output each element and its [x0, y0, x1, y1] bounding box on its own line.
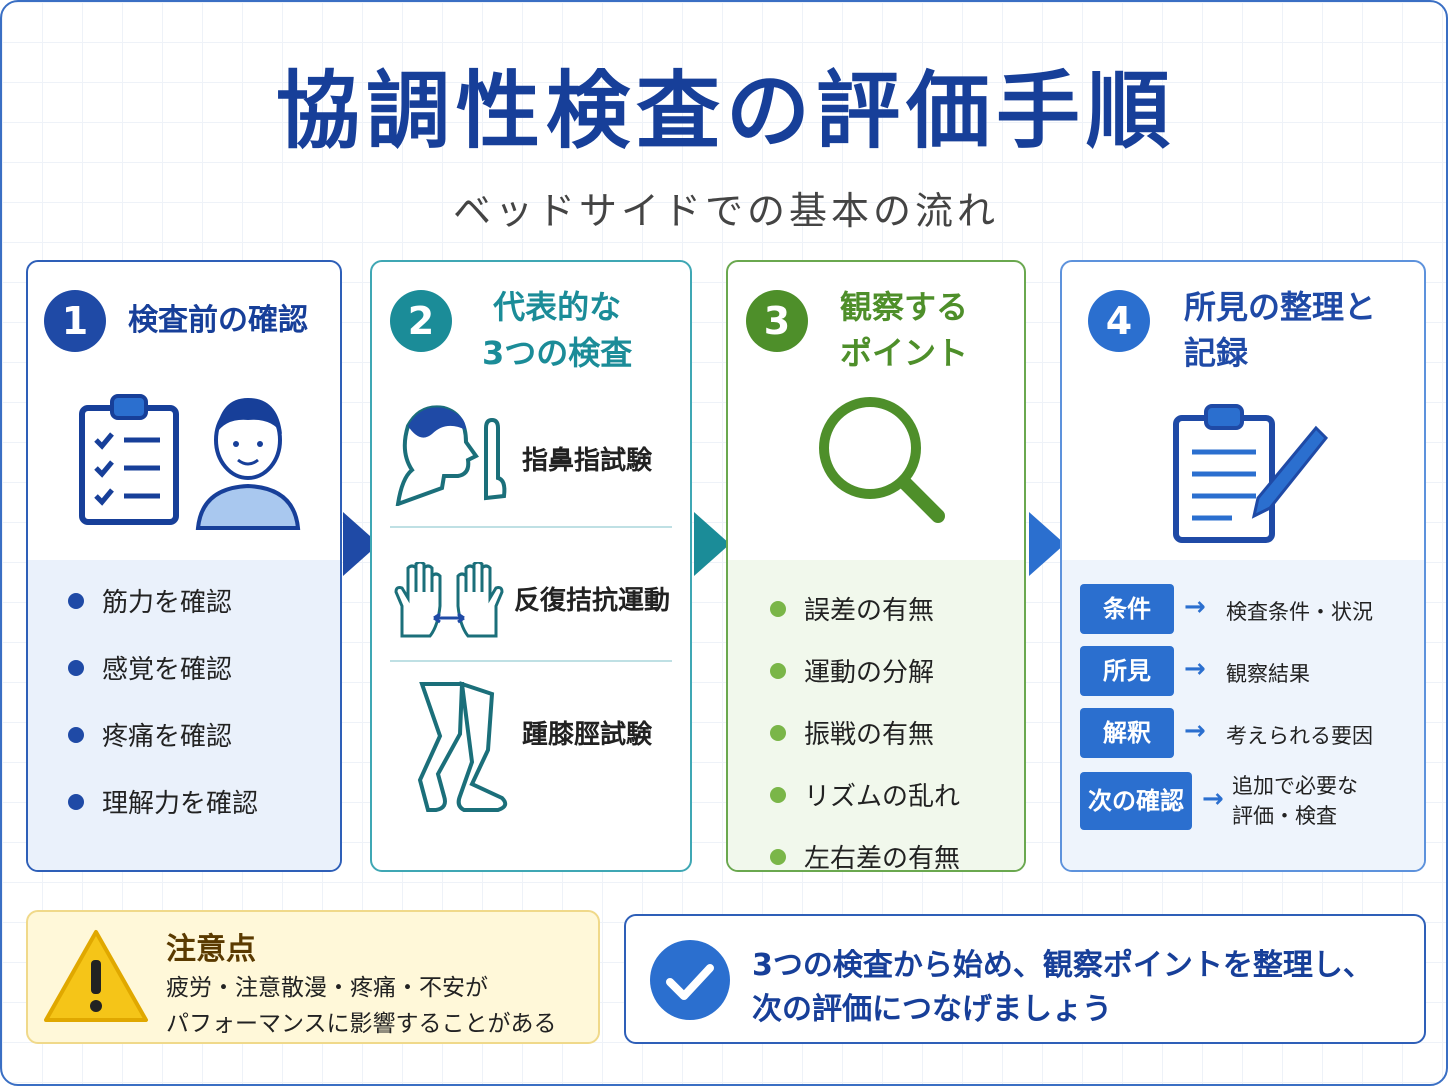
- step-2-heading-line2: 3つの検査: [482, 334, 633, 372]
- arrow-icon: →: [1184, 654, 1206, 684]
- record-tag: 条件: [1080, 584, 1174, 634]
- step-4-heading-line2: 記録: [1184, 334, 1249, 372]
- step-2-number: 2: [390, 290, 452, 352]
- step-card-2: 2 代表的な 3つの検査 指鼻指試験 反復拮抗運動 踵膝脛試験: [370, 260, 692, 872]
- step-card-1: 1 検査前の確認 筋力を確認 感覚を確認 疼痛を確認 理解力を確認: [26, 260, 342, 872]
- page-subtitle: ベッドサイドでの基本の流れ: [452, 189, 999, 233]
- arrow-right-icon: [694, 512, 730, 576]
- list-item: 誤差の有無: [770, 590, 960, 627]
- record-tag: 所見: [1080, 646, 1174, 696]
- check-circle-icon: [650, 940, 730, 1020]
- summary-line-2: 次の評価につなげましょう: [752, 992, 1112, 1027]
- step-4-heading-line1: 所見の整理と: [1184, 288, 1377, 326]
- step-4-number: 4: [1088, 290, 1150, 352]
- finger-nose-icon: [395, 405, 507, 506]
- list-item: 感覚を確認: [68, 649, 258, 686]
- divider: [390, 660, 672, 662]
- record-desc: 考えられる要因: [1226, 724, 1373, 748]
- record-tag: 解釈: [1080, 708, 1174, 758]
- step-3-observation-list: 誤差の有無 運動の分解 振戦の有無 リズムの乱れ 左右差の有無: [770, 590, 960, 870]
- step-4-heading: 所見の整理と 記録: [1184, 284, 1376, 376]
- warning-icon: [44, 930, 148, 1022]
- clipboard-checklist-icon: [79, 394, 179, 525]
- page-title: 協調性検査の評価手順: [275, 62, 1176, 160]
- hands-alternating-icon: [394, 562, 504, 638]
- step-3-heading-line1: 観察する: [840, 288, 969, 326]
- step-card-3: 3 観察する ポイント 誤差の有無 運動の分解 振戦の有無 リズムの乱れ 左右差…: [726, 260, 1026, 872]
- record-desc: 観察結果: [1226, 662, 1310, 686]
- list-item: 理解力を確認: [68, 783, 258, 820]
- heel-knee-shin-icon: [417, 681, 508, 812]
- list-item: 筋力を確認: [68, 582, 258, 619]
- record-desc-line1: 追加で必要な: [1232, 774, 1358, 798]
- divider: [390, 526, 672, 528]
- record-tag: 次の確認: [1080, 772, 1192, 830]
- step-3-heading-line2: ポイント: [840, 334, 969, 372]
- step-1-checklist: 筋力を確認 感覚を確認 疼痛を確認 理解力を確認: [68, 582, 258, 850]
- arrow-right-icon: [1029, 512, 1065, 576]
- test-rapid-alternating: 反復拮抗運動: [514, 586, 671, 616]
- step-1-heading: 検査前の確認: [128, 303, 308, 338]
- step-card-4: 4 所見の整理と 記録 条件 → 検査条件・状況 所見 → 観察結果 解釈 → …: [1060, 260, 1426, 872]
- list-item: リズムの乱れ: [770, 776, 960, 813]
- clipboard-pen-icon: [1173, 404, 1329, 543]
- summary-line-1: 3つの検査から始め、観察ポイントを整理し、: [752, 948, 1373, 983]
- arrow-icon: →: [1184, 592, 1206, 622]
- step-1-band: [28, 560, 340, 870]
- caution-title: 注意点: [166, 932, 256, 967]
- test-heel-knee-shin: 踵膝脛試験: [522, 720, 653, 750]
- arrow-icon: →: [1202, 784, 1224, 814]
- list-item: 運動の分解: [770, 652, 960, 689]
- caution-line-1: 疲労・注意散漫・疼痛・不安が: [166, 975, 488, 1001]
- caution-line-2: パフォーマンスに影響することがある: [166, 1011, 557, 1037]
- step-2-heading-line1: 代表的な: [493, 288, 622, 326]
- list-item: 振戦の有無: [770, 714, 960, 751]
- step-3-number: 3: [746, 290, 808, 352]
- list-item: 左右差の有無: [770, 838, 960, 870]
- step-1-number: 1: [44, 290, 106, 352]
- step-3-heading: 観察する ポイント: [840, 284, 968, 376]
- caution-box: 注意点 疲労・注意散漫・疼痛・不安が パフォーマンスに影響することがある: [26, 910, 600, 1044]
- test-finger-nose-finger: 指鼻指試験: [522, 446, 653, 476]
- step-2-heading: 代表的な 3つの検査: [482, 284, 632, 376]
- summary-box: 3つの検査から始め、観察ポイントを整理し、 次の評価につなげましょう: [624, 914, 1426, 1044]
- magnifier-icon: [819, 397, 945, 523]
- arrow-icon: →: [1184, 716, 1206, 746]
- record-desc: 検査条件・状況: [1226, 600, 1373, 624]
- list-item: 疼痛を確認: [68, 716, 258, 753]
- patient-person-icon: [195, 398, 301, 530]
- record-desc-line2: 評価・検査: [1232, 804, 1337, 828]
